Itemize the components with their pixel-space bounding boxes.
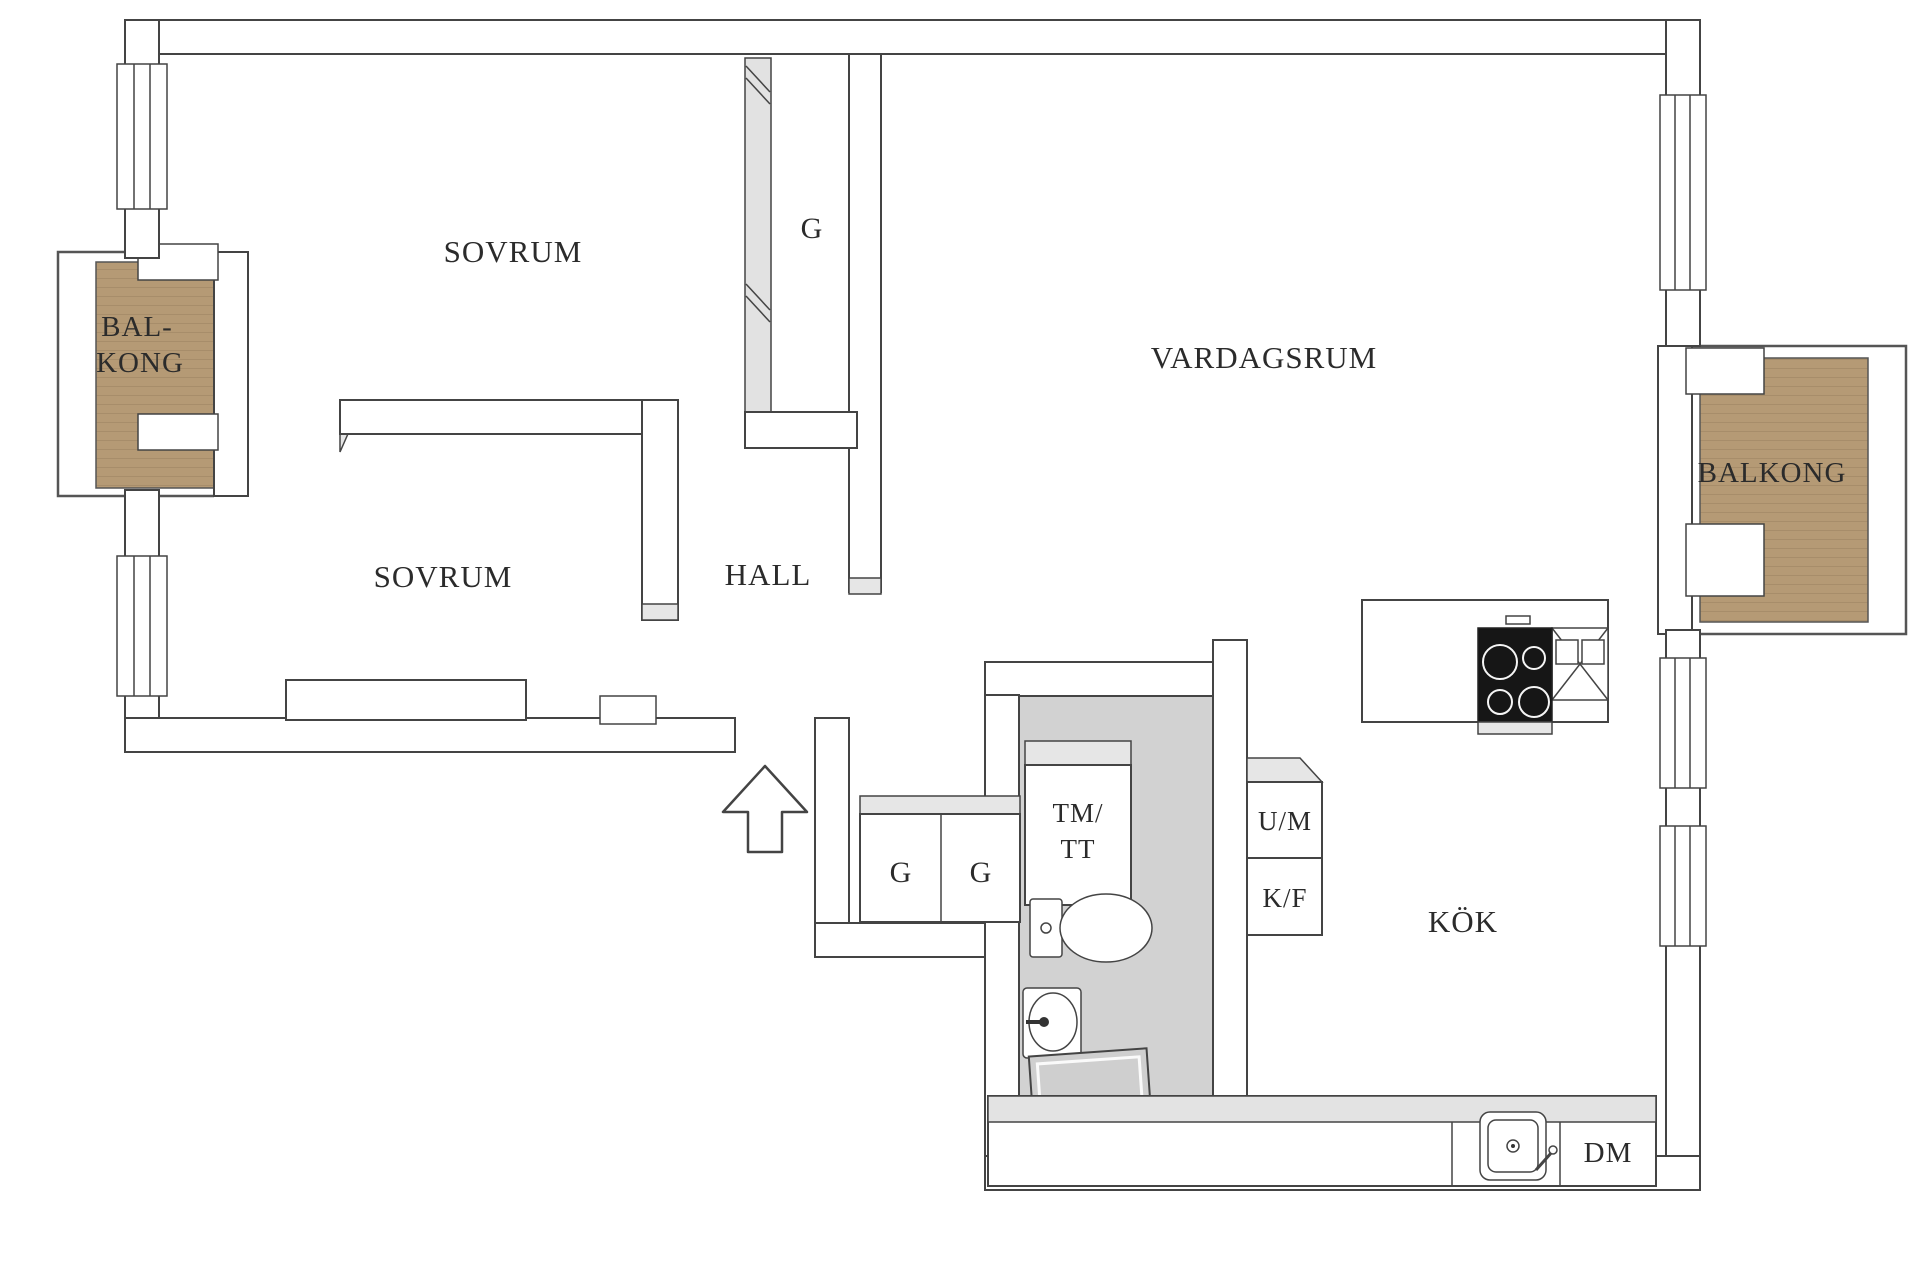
- label-hall: HALL: [725, 557, 812, 592]
- entrance-arrow: [721, 764, 809, 854]
- toilet: [1029, 893, 1153, 963]
- window-kitchen-right-lower: [1659, 825, 1707, 947]
- wall-entry-side: [814, 717, 850, 958]
- windows: [116, 63, 1707, 947]
- label-kitchen: KÖK: [1428, 904, 1498, 939]
- washer-label-line1: TM/: [1052, 798, 1103, 828]
- balcony-right-window-sill-bottom: [1685, 523, 1765, 597]
- kitchen-island: [1361, 599, 1609, 735]
- wall-top: [124, 19, 1701, 55]
- label-living-room: VARDAGSRUM: [1151, 340, 1378, 375]
- bathroom-wall-top: [984, 661, 1248, 697]
- window-living-right: [1659, 94, 1707, 291]
- balcony-left-label-line2: KONG: [96, 347, 184, 379]
- closet-label-g1: G: [890, 856, 913, 889]
- wall-foot-shade: [641, 603, 679, 621]
- fridge-freezer-label: K/F: [1262, 883, 1307, 913]
- closet-top-shade: [859, 795, 1021, 815]
- wall-bedroom2-right: [641, 399, 679, 621]
- wall-foot-shade: [848, 577, 882, 595]
- appliance-column: U/M K/F: [1246, 757, 1324, 936]
- wall-hall-living-divider: [848, 53, 882, 593]
- low-cabinet-small: [599, 695, 657, 725]
- balcony-right: BALKONG: [1657, 344, 1908, 636]
- room-labels: SOVRUM G VARDAGSRUM SOVRUM HALL KÖK: [374, 212, 1498, 939]
- window-bedroom-top-left: [116, 63, 168, 210]
- bathroom: TM/ TT: [984, 639, 1248, 1162]
- closet-label-g2: G: [970, 856, 993, 889]
- balcony-left: BAL- KONG: [56, 243, 249, 498]
- label-bedroom-left: SOVRUM: [374, 559, 513, 594]
- wall-bedroom-divider: [339, 399, 643, 435]
- washer-dryer-unit: TM/ TT: [1024, 740, 1132, 906]
- interior-walls: [285, 53, 882, 725]
- balcony-left-label-line1: BAL-: [101, 311, 173, 343]
- window-kitchen-right-upper: [1659, 657, 1707, 789]
- fridge-freezer-unit: K/F: [1246, 857, 1323, 936]
- low-cabinet: [285, 679, 527, 721]
- bathroom-sink: [1022, 987, 1082, 1059]
- balcony-right-window-sill-top: [1685, 347, 1765, 395]
- cooktop: [1477, 627, 1553, 735]
- balcony-left-wall: [213, 251, 249, 497]
- vent: [1505, 615, 1531, 625]
- dishwasher-label: DM: [1584, 1137, 1633, 1169]
- closet-sill: [744, 411, 858, 449]
- label-closet-hall: G: [801, 212, 824, 245]
- balcony-right-railing: [1692, 344, 1908, 636]
- counter-top: [987, 1095, 1657, 1123]
- kitchen-sink: [1479, 1111, 1558, 1181]
- entry-closets: [859, 813, 1021, 923]
- bathroom-wall-right: [1212, 639, 1248, 1157]
- label-bedroom-top: SOVRUM: [444, 234, 583, 269]
- window-bedroom-left: [116, 555, 168, 697]
- oven-microwave-label: U/M: [1258, 806, 1312, 836]
- appliance-top-shade: [1246, 757, 1324, 783]
- entry-area: G G: [721, 764, 1021, 923]
- cooktop-base: [1477, 721, 1553, 735]
- range-hood: [1551, 627, 1609, 701]
- kitchen-counter: DM: [987, 1095, 1657, 1187]
- bathroom-wall-left: [984, 694, 1020, 1157]
- oven-microwave-unit: U/M: [1246, 781, 1323, 859]
- balcony-right-label: BALKONG: [1698, 457, 1847, 489]
- washer-label-line2: TT: [1061, 834, 1096, 864]
- closet-sliding-door: [744, 57, 772, 441]
- balcony-left-window-sill-bottom: [137, 413, 219, 451]
